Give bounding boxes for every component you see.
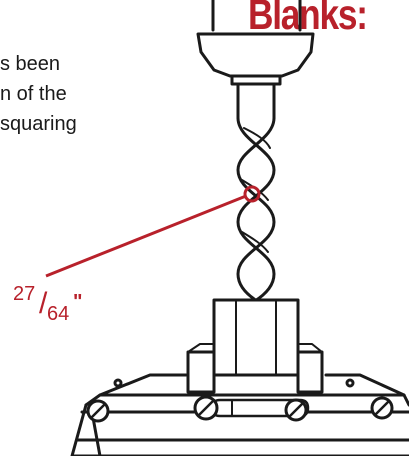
fraction-slash: / bbox=[39, 287, 48, 320]
blank-block-edge bbox=[235, 299, 277, 376]
pivot-hole-icon bbox=[113, 378, 123, 388]
chuck-shaft bbox=[211, 0, 302, 32]
body-text: s been n of the squaring bbox=[0, 49, 190, 139]
pivot-hole-icon bbox=[345, 378, 355, 388]
fraction-denominator: 64 bbox=[47, 303, 70, 325]
drill-bit-shank bbox=[236, 82, 276, 120]
vise-jaw-right bbox=[296, 350, 324, 394]
body-text-line: n of the bbox=[0, 83, 67, 105]
vise-frame-base bbox=[72, 410, 409, 456]
drill-bit-flute bbox=[236, 116, 276, 308]
inch-unit: " bbox=[73, 291, 83, 313]
section-heading: Blanks: bbox=[248, 0, 368, 39]
fraction-numerator: 27 bbox=[13, 283, 36, 305]
vise-frame-top bbox=[98, 373, 406, 397]
blank-block bbox=[212, 298, 300, 377]
vise-jaw-left bbox=[186, 350, 216, 394]
callout-target-ring bbox=[243, 185, 261, 203]
drill-bit-flute bbox=[236, 116, 276, 308]
body-text-line: s been bbox=[0, 53, 61, 75]
body-text-line: squaring bbox=[0, 113, 77, 135]
vise-frame-rail bbox=[84, 393, 409, 407]
drill-chuck bbox=[196, 32, 315, 78]
callout-leader-line bbox=[45, 194, 247, 278]
chuck-collar bbox=[230, 74, 282, 86]
